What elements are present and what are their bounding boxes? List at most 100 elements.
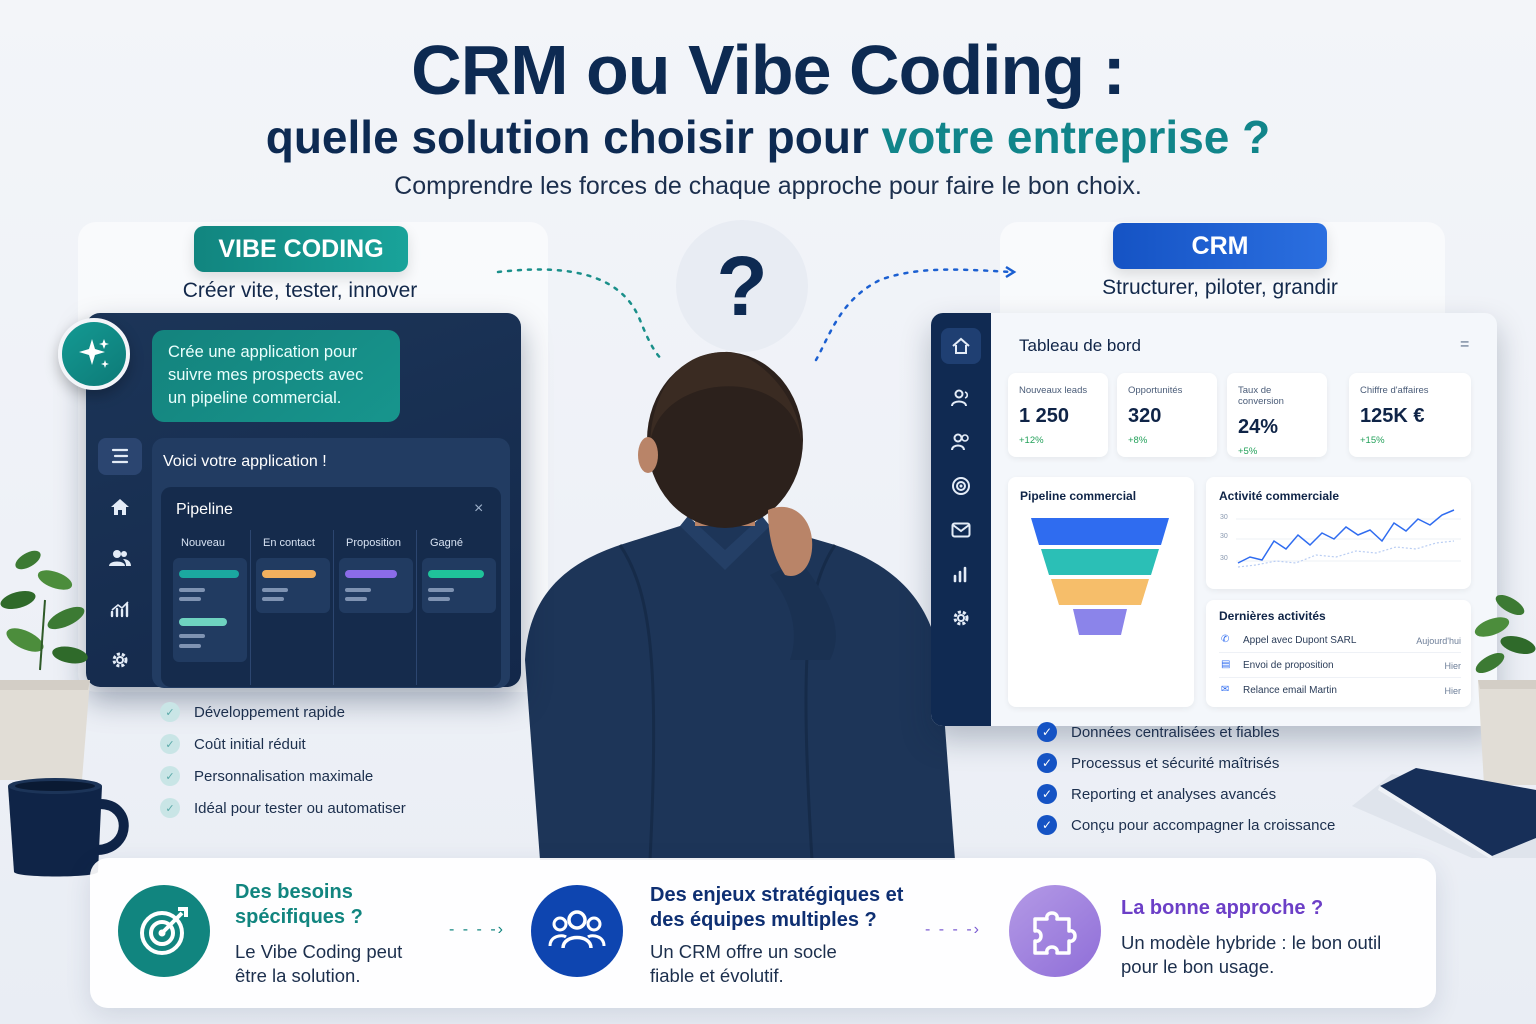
sales-funnel — [1031, 518, 1169, 635]
crm-recent-card[interactable] — [1206, 600, 1471, 707]
pipeline-card-en-contact[interactable] — [256, 558, 330, 613]
axis-tick: 30 — [1220, 514, 1228, 521]
vibe-pipeline-title: Pipeline — [176, 501, 233, 518]
bottom-heading-1: Des besoins spécifiques ? — [235, 881, 363, 928]
mail-icon[interactable] — [941, 512, 981, 548]
close-icon[interactable]: × — [474, 500, 484, 517]
vibe-coding-subtitle: Créer vite, tester, innover — [182, 279, 418, 302]
kpi-card[interactable]: Chiffre d'affaires 125K € +15% — [1349, 373, 1471, 457]
crm-subtitle: Structurer, piloter, grandir — [1102, 276, 1338, 299]
plant-left — [0, 550, 90, 780]
team-icon — [531, 885, 623, 977]
thinking-person — [525, 351, 955, 860]
kpi-card[interactable]: Nouveaux leads 1 250 +12% — [1008, 373, 1108, 457]
gear-icon[interactable] — [98, 641, 142, 678]
phone-icon: ✆ — [1221, 634, 1230, 645]
activity-row[interactable]: ✉ Relance email Martin Hier — [1221, 684, 1461, 696]
user-icon[interactable] — [941, 380, 981, 416]
right-connector — [814, 268, 1014, 362]
activity-row[interactable]: ✆ Appel avec Dupont SARL Aujourd'hui — [1219, 633, 1461, 653]
kpi-card[interactable]: Taux de conversion 24% +5% — [1227, 373, 1327, 457]
list-item: ✓Personnalisation maximale — [160, 766, 406, 786]
check-icon: ✓ — [160, 766, 180, 786]
activity-series-secondary — [1237, 540, 1455, 568]
target-icon[interactable] — [941, 468, 981, 504]
bottom-summary-panel — [90, 858, 1436, 1008]
activity-line-chart — [1236, 509, 1461, 568]
check-icon: ✓ — [160, 798, 180, 818]
check-icon: ✓ — [160, 734, 180, 754]
pipeline-column-header: Proposition — [346, 537, 402, 549]
list-item: ✓Développement rapide — [160, 702, 406, 722]
funnel-stage — [1031, 518, 1169, 545]
target-icon — [118, 885, 210, 977]
crm-pipeline-title: Pipeline commercial — [1020, 489, 1137, 503]
kpi-delta: +8% — [1128, 435, 1148, 446]
subtitle-main: quelle solution choisir pour — [265, 111, 882, 163]
bottom-heading-2: Des enjeux stratégiques et des équipes m… — [650, 884, 904, 931]
sparkle-icon[interactable] — [58, 318, 130, 390]
list-icon[interactable] — [98, 438, 142, 475]
page-tagline: Comprendre les forces de chaque approche… — [394, 172, 1142, 200]
users-icon[interactable] — [98, 540, 142, 577]
pipeline-divider — [416, 530, 417, 685]
funnel-stage — [1073, 609, 1127, 635]
kpi-value: 1 250 — [1019, 405, 1070, 427]
vibe-result-title: Voici votre application ! — [163, 453, 327, 470]
bottom-body-1: Le Vibe Coding peut être la solution. — [235, 941, 403, 986]
list-item: ✓Processus et sécurité maîtrisés — [1037, 753, 1335, 773]
bottom-heading-3: La bonne approche ? — [1121, 897, 1324, 919]
check-icon: ✓ — [1037, 722, 1057, 742]
axis-tick: 30 — [1220, 533, 1228, 540]
dotted-arrow: - - - -› — [925, 921, 981, 938]
pipeline-divider — [333, 530, 334, 685]
crm-activity-title: Activité commerciale — [1219, 489, 1340, 503]
right-arrow-head — [1005, 265, 1017, 279]
pipeline-card-gagne[interactable] — [422, 558, 496, 613]
dotted-connectors — [496, 265, 1017, 362]
kpi-card[interactable]: Opportunités 320 +8% — [1117, 373, 1217, 457]
notebook — [1352, 768, 1536, 858]
gear-icon[interactable] — [941, 600, 981, 636]
left-connector — [496, 268, 664, 362]
axis-tick: 30 — [1220, 555, 1228, 562]
chart-icon[interactable] — [98, 590, 142, 627]
kpi-value: 125K € — [1360, 405, 1425, 427]
activity-row[interactable]: ▤ Envoi de proposition Hier — [1219, 658, 1461, 678]
pipeline-card-nouveau[interactable] — [173, 558, 247, 662]
plant-right — [1474, 594, 1536, 785]
chart-icon[interactable] — [941, 556, 981, 592]
check-icon: ✓ — [1037, 753, 1057, 773]
check-icon: ✓ — [160, 702, 180, 722]
coffee-mug — [8, 778, 129, 877]
vibe-prompt-bubble: Crée une application pour suivre mes pro… — [152, 330, 400, 422]
document-icon: ▤ — [1221, 659, 1231, 670]
crm-dashboard-title: Tableau de bord — [1019, 336, 1141, 355]
kpi-value: 320 — [1128, 405, 1162, 427]
crm-sidebar — [931, 313, 991, 726]
funnel-stage — [1051, 579, 1149, 605]
vibe-coding-badge: VIBE CODING — [194, 226, 408, 272]
home-icon[interactable] — [941, 328, 981, 364]
crm-badge: CRM — [1113, 223, 1327, 269]
crm-activity-card[interactable] — [1206, 477, 1471, 589]
pipeline-column-header: Gagné — [430, 537, 464, 549]
pipeline-card-proposition[interactable] — [339, 558, 413, 613]
mail-icon: ✉ — [1221, 684, 1230, 695]
kpi-label: Chiffre d'affaires — [1360, 385, 1429, 396]
puzzle-icon — [1009, 885, 1101, 977]
users-icon[interactable] — [941, 424, 981, 460]
pipeline-column-header: En contact — [263, 537, 315, 549]
home-icon[interactable] — [98, 489, 142, 526]
list-item: ✓Données centralisées et fiables — [1037, 722, 1335, 742]
check-icon: ✓ — [1037, 815, 1057, 835]
crm-recent-title: Dernières activités — [1219, 609, 1326, 623]
kpi-label: Nouveaux leads — [1019, 385, 1088, 396]
menu-icon[interactable]: = — [1460, 336, 1470, 353]
pipeline-divider — [250, 530, 251, 685]
pipeline-column-header: Nouveau — [181, 537, 226, 549]
dotted-arrow: - - - -› — [449, 921, 505, 938]
list-item: ✓Conçu pour accompagner la croissance — [1037, 815, 1335, 835]
list-item: ✓Coût initial réduit — [160, 734, 406, 754]
list-item: ✓Reporting et analyses avancés — [1037, 784, 1335, 804]
